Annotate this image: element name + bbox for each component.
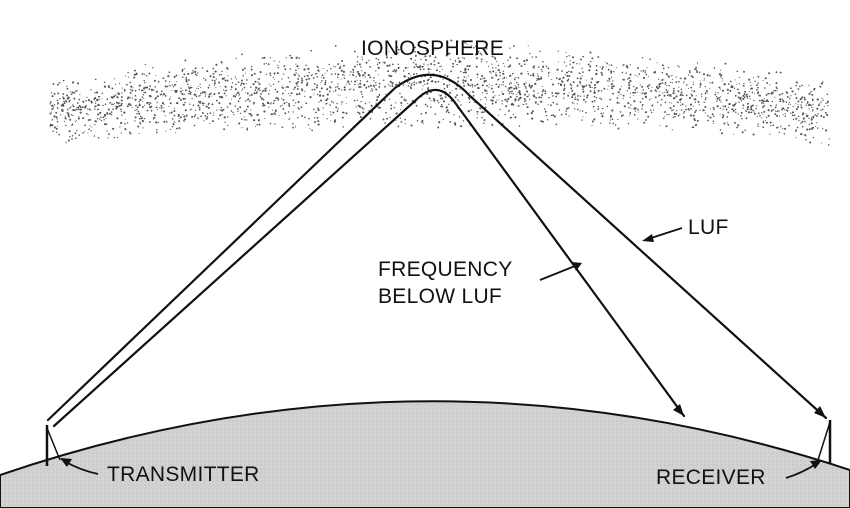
luf-pointer-arrow: [642, 228, 682, 242]
earth-surface: [0, 401, 850, 508]
frequency-pointer-arrow: [540, 262, 582, 280]
transmitter-label: TRANSMITTER: [107, 463, 260, 486]
luf-label: LUF: [688, 216, 729, 239]
frequency-label-line1: FREQUENCY: [378, 258, 513, 281]
receiver-label: RECEIVER: [656, 466, 766, 489]
below-luf-ray-path: [54, 90, 684, 426]
frequency-label-line2: BELOW LUF: [378, 285, 502, 308]
luf-ray-path: [48, 75, 826, 420]
receiver-antenna: [818, 420, 830, 464]
below-luf-ray-arrowhead: [673, 404, 684, 416]
ionosphere-label: IONOSPHERE: [361, 37, 504, 60]
